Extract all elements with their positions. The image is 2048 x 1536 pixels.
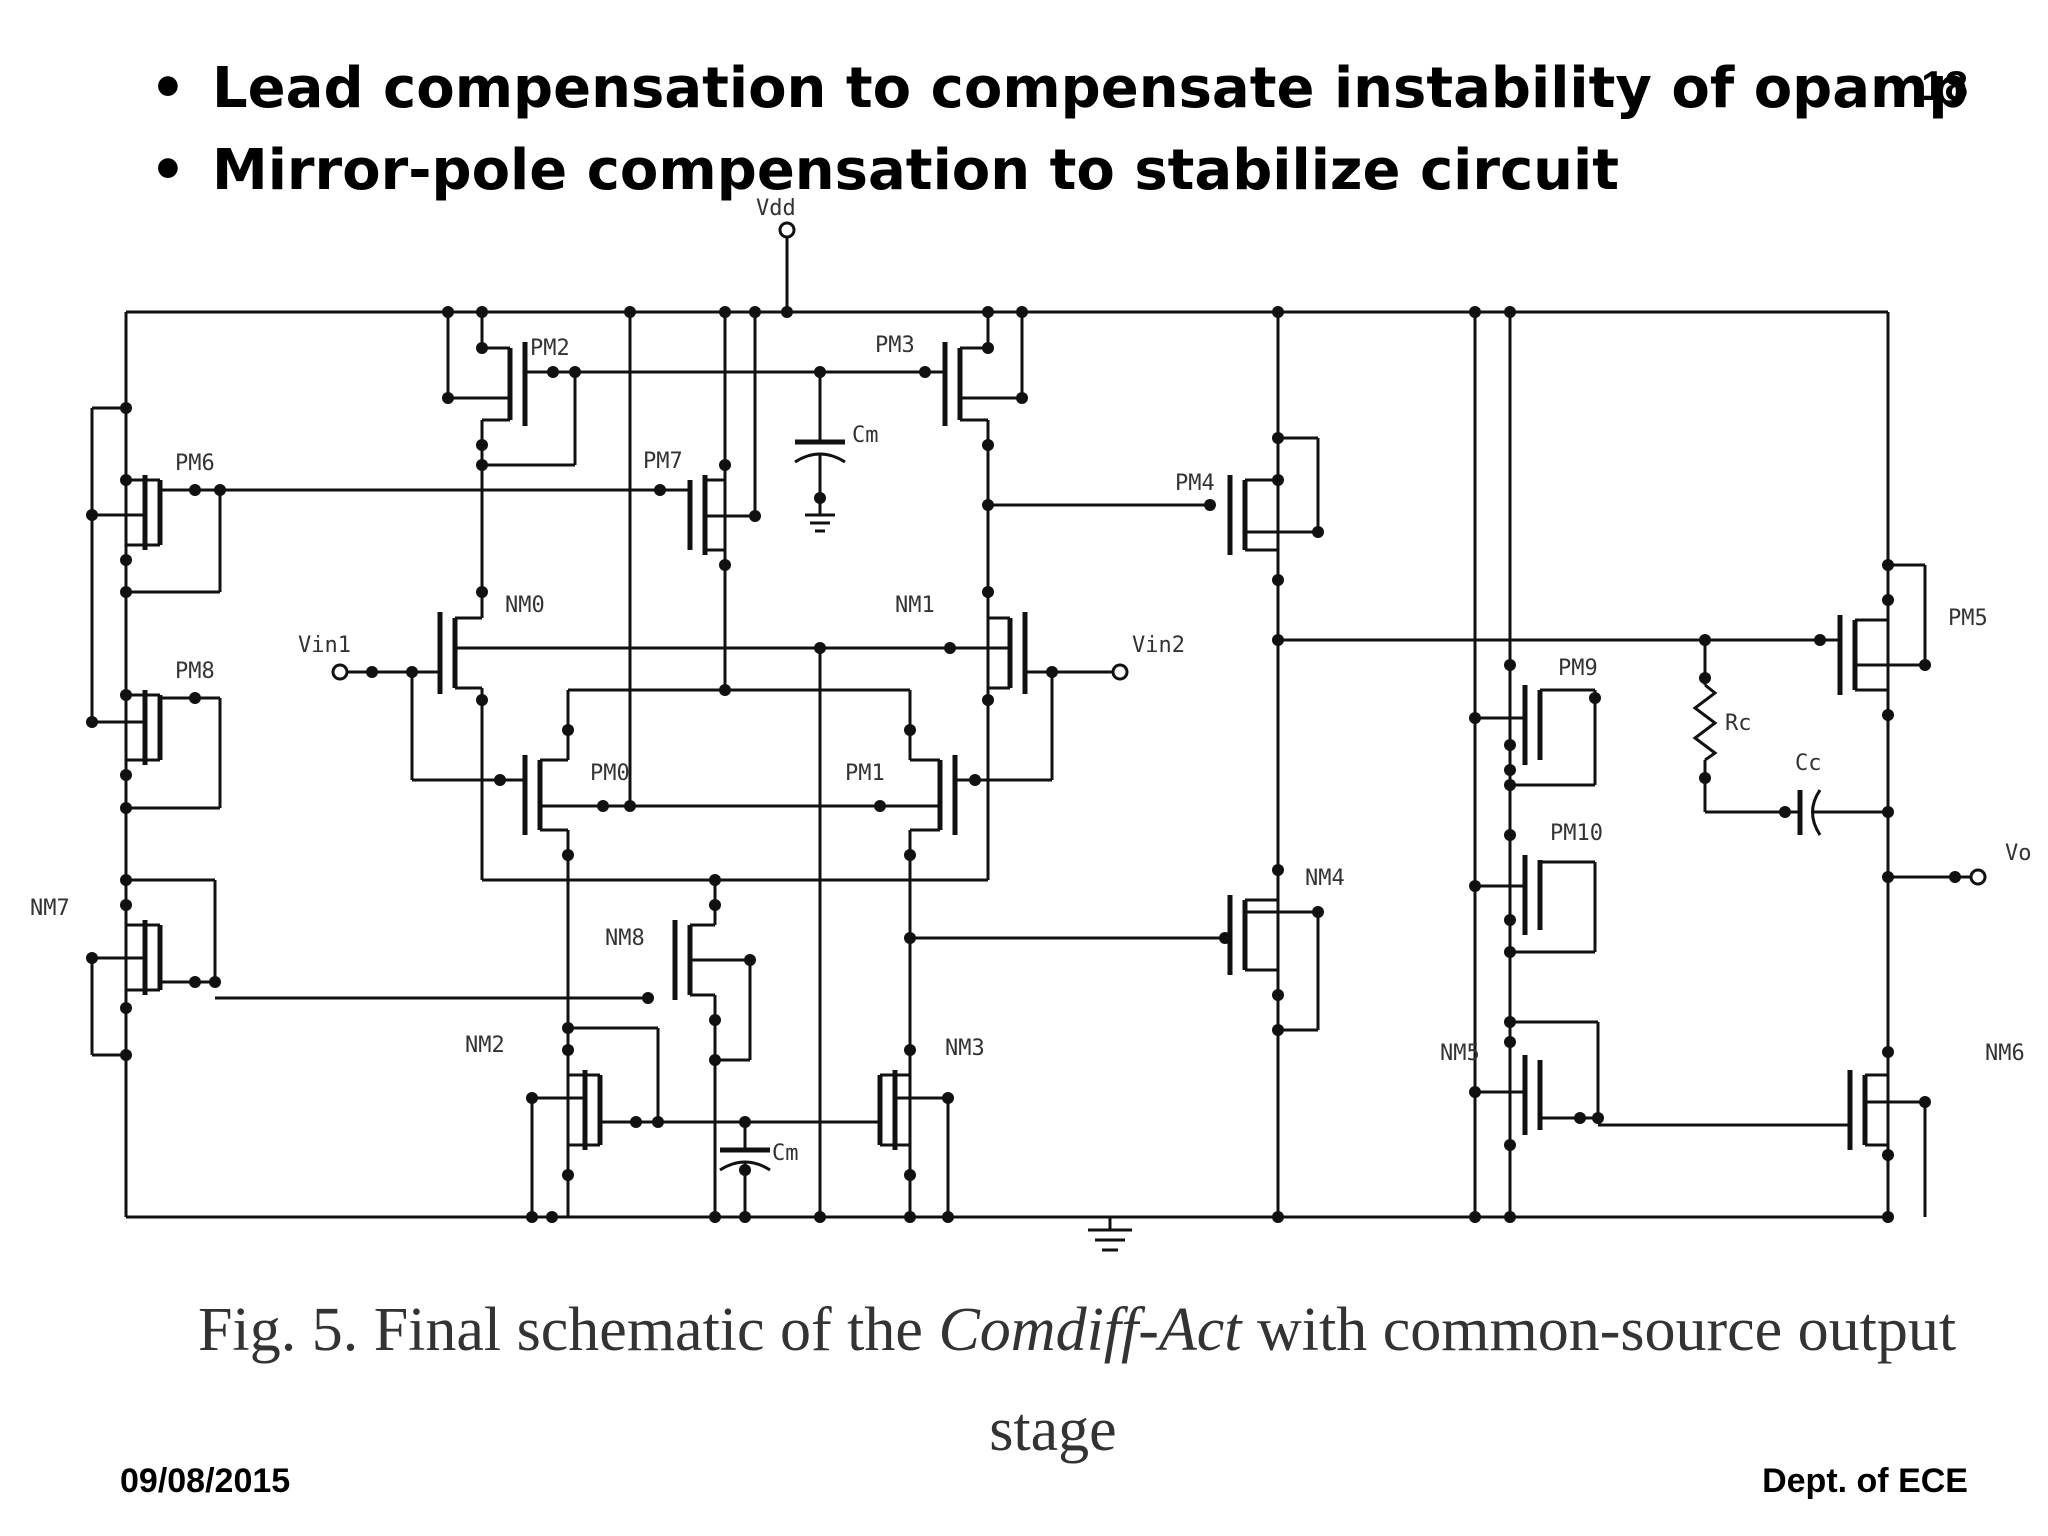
- nm1-label: NM1: [895, 593, 935, 618]
- vdd-label: Vdd: [756, 196, 796, 221]
- pm10-label: PM10: [1550, 821, 1603, 846]
- pm0-transistor: [522, 688, 910, 1217]
- cm-bottom-label: Cm: [772, 1141, 799, 1166]
- pm4-label: PM4: [1175, 471, 1215, 496]
- vin2-label: Vin2: [1132, 633, 1185, 658]
- footer-date: 09/08/2015: [120, 1462, 291, 1500]
- nm4-label: NM4: [1305, 866, 1345, 891]
- pm4-transistor: [988, 436, 1320, 555]
- ground-symbol: [1088, 1217, 1132, 1252]
- caption-suffix: with common-source output: [1241, 1296, 1957, 1364]
- pm1-transistor: [874, 690, 988, 1217]
- vo-label: Vo: [2005, 841, 2032, 866]
- nm6-transistor: [1847, 1070, 1927, 1217]
- bullet-item: •Mirror-pole compensation to stabilize c…: [150, 138, 1619, 203]
- bullet-list: •Lead compensation to compensate instabi…: [150, 48, 1968, 212]
- caption-line2: stage: [989, 1396, 1117, 1464]
- rc-label: Rc: [1725, 711, 1752, 736]
- bullet-text: Mirror-pole compensation to stabilize ci…: [212, 138, 1619, 203]
- nm0-label: NM0: [505, 593, 545, 618]
- cm-top-label: Cm: [852, 423, 879, 448]
- pm5-transistor: [1837, 563, 1927, 695]
- vin2-terminal[interactable]: [1111, 663, 1129, 681]
- caption-prefix: Fig. 5. Final schematic of the: [198, 1296, 939, 1364]
- nm1-transistor: [950, 612, 1112, 880]
- nm2-transistor: [530, 1026, 860, 1217]
- pm10-transistor: [1475, 855, 1597, 954]
- nm2-label: NM2: [465, 1033, 505, 1058]
- vdd-terminal: [778, 221, 796, 239]
- cc-label: Cc: [1795, 751, 1822, 776]
- cc-capacitor: [1779, 789, 1894, 836]
- circuit-schematic: Vdd PM6 PM8: [30, 196, 2032, 1252]
- slide-number: 18: [1921, 62, 1968, 109]
- pm3-transistor: [840, 312, 1024, 775]
- nm8-label: NM8: [605, 926, 645, 951]
- nm0-transistor: [366, 465, 950, 880]
- footer-dept: Dept. of ECE: [1762, 1462, 1968, 1500]
- cm-bottom-capacitor: [719, 1116, 771, 1217]
- junction-dots: [86, 306, 1931, 1223]
- nm3-label: NM3: [945, 1036, 985, 1061]
- bullet-item: •Lead compensation to compensate instabi…: [150, 56, 1969, 121]
- vin1-label: Vin1: [298, 633, 351, 658]
- pm1-label: PM1: [845, 761, 885, 786]
- nm3-transistor: [860, 1070, 950, 1217]
- vo-terminal[interactable]: [1969, 868, 1987, 886]
- nm7-transistor: [90, 878, 645, 1057]
- bullet-text: Lead compensation to compensate instabil…: [212, 56, 1969, 121]
- nm8-transistor: [642, 880, 752, 1217]
- cm-top-capacitor: [794, 366, 846, 533]
- pm7-label: PM7: [643, 449, 683, 474]
- nm5-transistor: [1475, 1020, 1850, 1135]
- pm3-label: PM3: [875, 333, 915, 358]
- nm4-transistor: [910, 895, 1320, 1032]
- pm8-label: PM8: [175, 659, 215, 684]
- pm2-label: PM2: [530, 336, 570, 361]
- pm6-transistor: [92, 475, 226, 594]
- nm6-label: NM6: [1985, 1041, 2025, 1066]
- pm9-transistor: [1475, 685, 1597, 787]
- pm5-label: PM5: [1948, 606, 1988, 631]
- figure-caption: Fig. 5. Final schematic of the Comdiff-A…: [198, 1280, 2048, 1480]
- vin1-terminal[interactable]: [331, 663, 349, 681]
- nm5-label: NM5: [1440, 1041, 1480, 1066]
- caption-italic: Comdiff-Act: [938, 1296, 1242, 1364]
- pm6-label: PM6: [175, 451, 215, 476]
- rc-resistor: [1692, 634, 1785, 814]
- pm0-label: PM0: [590, 761, 630, 786]
- pm9-label: PM9: [1558, 656, 1598, 681]
- nm7-label: NM7: [30, 896, 70, 921]
- pm8-transistor: [92, 690, 222, 810]
- pm2-transistor: [446, 312, 840, 467]
